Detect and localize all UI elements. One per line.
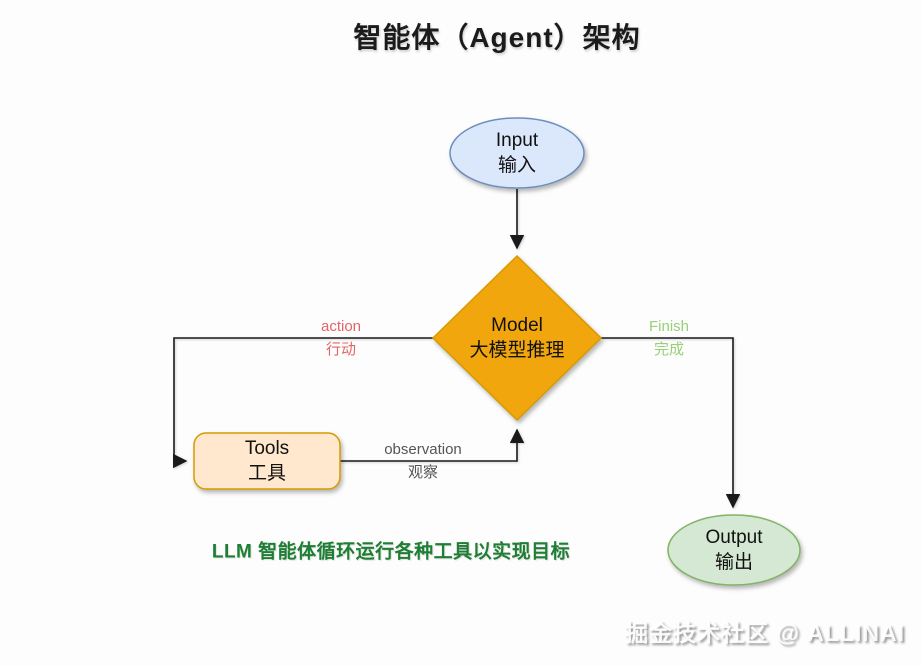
edge-action-model-to-tools (173, 337, 433, 469)
model-label-zh: 大模型推理 (469, 340, 565, 361)
model-node-shape (431, 254, 603, 422)
finish-label-en: Finish (648, 318, 690, 335)
tools-label-en: Tools (244, 438, 290, 459)
action-label-en: action (320, 318, 362, 335)
tools-node-shape (193, 432, 341, 490)
output-node-shape (667, 514, 801, 586)
diagram-caption: LLM 智能体循环运行各种工具以实现目标 (211, 541, 571, 563)
input-node-shape (449, 117, 585, 189)
finish-label-zh: 完成 (653, 341, 685, 358)
observation-label-en: observation (384, 441, 462, 458)
edge-finish-model-to-output (601, 337, 741, 509)
input-label-en: Input (495, 130, 539, 151)
observation-label-zh: 观察 (407, 464, 438, 481)
action-edge-label: action 行动 (321, 317, 361, 359)
input-label-zh: 输入 (497, 155, 537, 176)
edge-observation-tools-to-model (340, 428, 525, 462)
tools-label-zh: 工具 (247, 463, 287, 484)
output-label-en: Output (705, 527, 763, 548)
action-label-zh: 行动 (325, 341, 356, 358)
input-node-label: Input 输入 (496, 128, 538, 178)
output-label-zh: 输出 (714, 552, 754, 573)
finish-edge-label: Finish 完成 (649, 317, 689, 359)
model-node-label: Model 大模型推理 (469, 313, 564, 363)
diagram-title: 智能体（Agent）架构 (353, 22, 641, 53)
model-label-en: Model (491, 315, 543, 336)
tools-node-label: Tools 工具 (245, 436, 289, 486)
observation-edge-label: observation 观察 (384, 440, 462, 482)
watermark-text: 掘金技术社区 @ ALLINAI (625, 620, 905, 646)
output-node-label: Output 输出 (705, 525, 762, 575)
